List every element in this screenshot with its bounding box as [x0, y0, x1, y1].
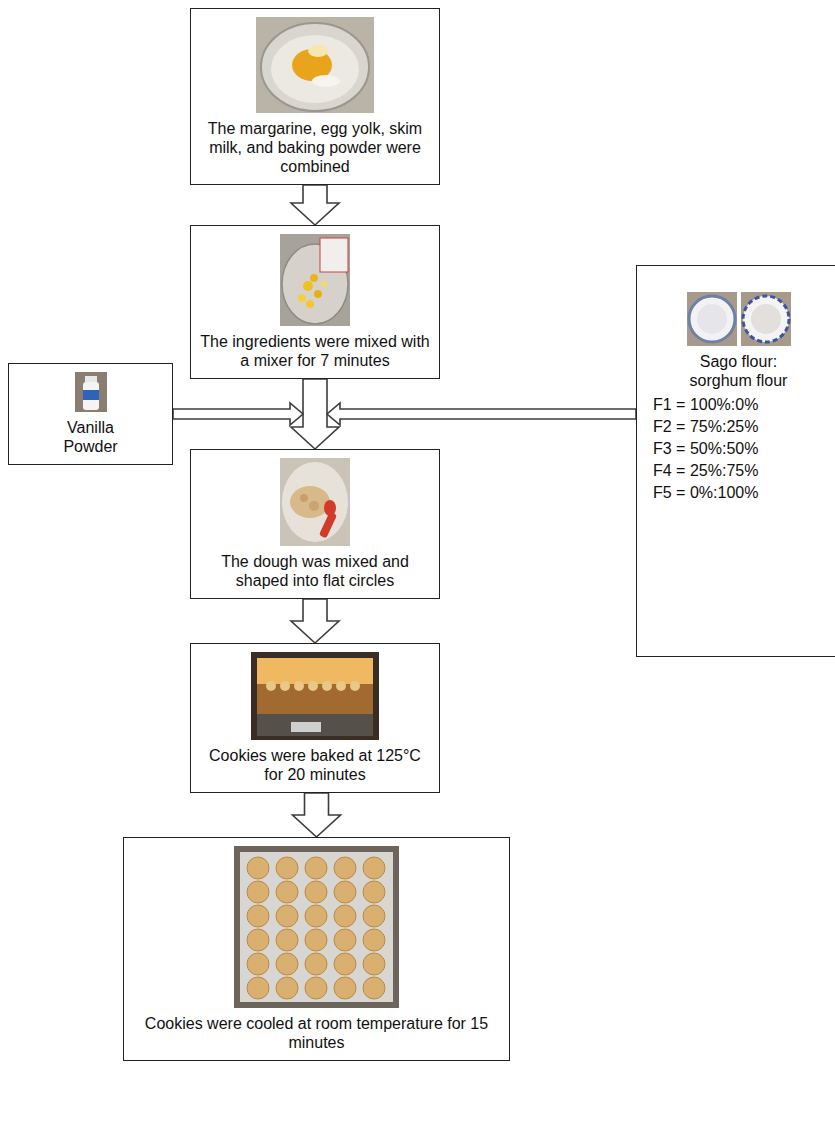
- step-text: Cookies were baked at 125°C for 20 minut…: [199, 746, 431, 784]
- step-text: Cookies were cooled at room temperature …: [132, 1014, 501, 1052]
- formula-ratio: F3 = 50%:50%: [645, 438, 832, 460]
- process-box: Vanilla Powder: [8, 363, 173, 465]
- step-text: The dough was mixed and shaped into flat…: [199, 552, 431, 590]
- cookie-tray-photo: [234, 846, 399, 1008]
- block-arrow: [327, 403, 636, 425]
- process-box: Cookies were baked at 125°C for 20 minut…: [190, 643, 440, 793]
- oven-photo: [251, 652, 379, 740]
- step-text: Sago flour: sorghum flour: [669, 352, 809, 390]
- process-box: The ingredients were mixed with a mixer …: [190, 225, 440, 379]
- flour-plates-photo: [687, 292, 791, 346]
- block-arrow: [291, 185, 339, 225]
- vanilla-bottle-photo: [75, 372, 107, 412]
- block-arrow: [293, 793, 341, 837]
- ingredient-box: Sago flour: sorghum flour F1 = 100%:0%F2 …: [636, 265, 835, 657]
- process-box: The dough was mixed and shaped into flat…: [190, 449, 440, 599]
- dough-photo: [280, 458, 350, 546]
- formula-ratio: F1 = 100%:0%: [645, 394, 832, 416]
- step-text: The margarine, egg yolk, skim milk, and …: [199, 119, 431, 176]
- formula-ratio: F4 = 25%:75%: [645, 460, 832, 482]
- process-box: The margarine, egg yolk, skim milk, and …: [190, 8, 440, 185]
- block-arrow: [291, 599, 339, 643]
- formula-ratio: F2 = 75%:25%: [645, 416, 832, 438]
- bowl-photo: [256, 17, 374, 113]
- block-arrow: [173, 403, 303, 425]
- step-text: Vanilla Powder: [46, 418, 136, 456]
- step-text: The ingredients were mixed with a mixer …: [199, 332, 431, 370]
- process-box: Cookies were cooled at room temperature …: [123, 837, 510, 1061]
- mixing-photo: [280, 234, 350, 326]
- formula-ratio: F5 = 0%:100%: [645, 482, 832, 504]
